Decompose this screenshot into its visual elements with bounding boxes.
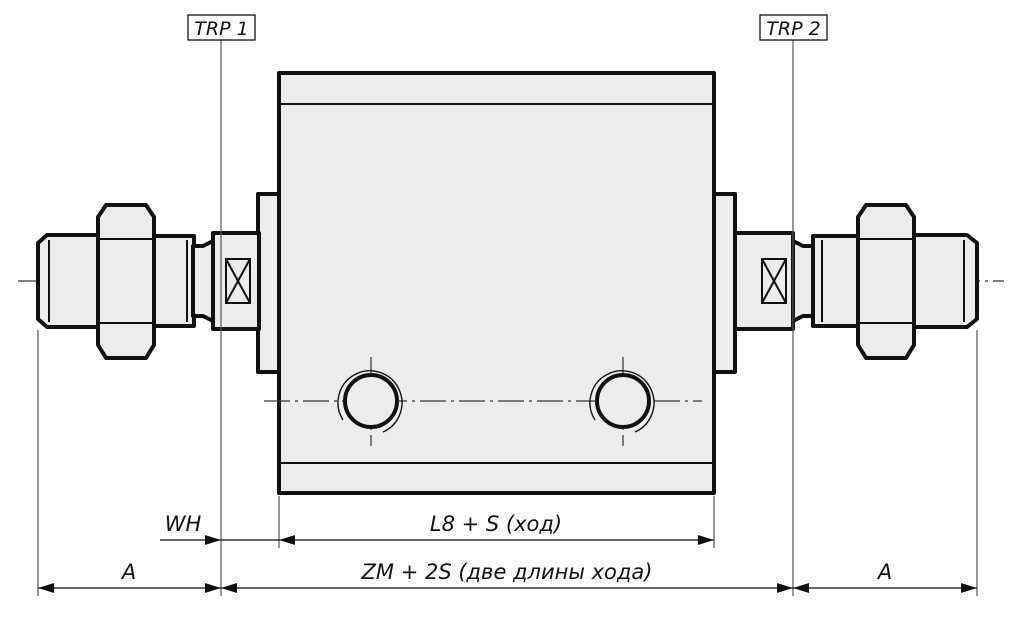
trp1-label: TRP 1 bbox=[194, 18, 248, 40]
zm-2s-dimension: ZM + 2S (две длины хода) bbox=[221, 560, 793, 593]
right-rod-assembly bbox=[733, 203, 979, 360]
right-thread bbox=[911, 233, 979, 329]
left-thread bbox=[36, 233, 102, 329]
right-end-cap bbox=[711, 192, 737, 374]
main-body bbox=[277, 71, 716, 495]
right-wrench-flats bbox=[733, 231, 795, 331]
l8-s-label: L8 + S (ход) bbox=[430, 512, 562, 536]
right-collar bbox=[811, 234, 863, 328]
l8-s-dimension: L8 + S (ход) bbox=[279, 512, 714, 545]
left-wrench-flats bbox=[211, 231, 261, 331]
cylinder-body bbox=[256, 71, 737, 495]
a-right-label: A bbox=[876, 560, 892, 584]
right-hex-nut bbox=[856, 203, 916, 360]
wh-label: WH bbox=[165, 512, 202, 536]
port-1 bbox=[337, 370, 403, 433]
left-end-cap bbox=[256, 192, 282, 374]
port-2 bbox=[589, 370, 655, 433]
right-neck bbox=[791, 239, 815, 323]
wh-dimension: WH bbox=[160, 512, 295, 545]
left-neck bbox=[191, 239, 215, 323]
trp1-box: TRP 1 bbox=[187, 14, 256, 41]
left-rod-assembly bbox=[36, 203, 261, 360]
trp2-box: TRP 2 bbox=[759, 14, 828, 41]
a-left-label: A bbox=[120, 560, 136, 584]
left-hex-nut bbox=[96, 203, 156, 360]
a-left-dimension: A bbox=[38, 560, 221, 593]
zm-2s-label: ZM + 2S (две длины хода) bbox=[361, 560, 653, 584]
trp2-label: TRP 2 bbox=[766, 18, 820, 40]
a-right-dimension: A bbox=[793, 560, 977, 593]
